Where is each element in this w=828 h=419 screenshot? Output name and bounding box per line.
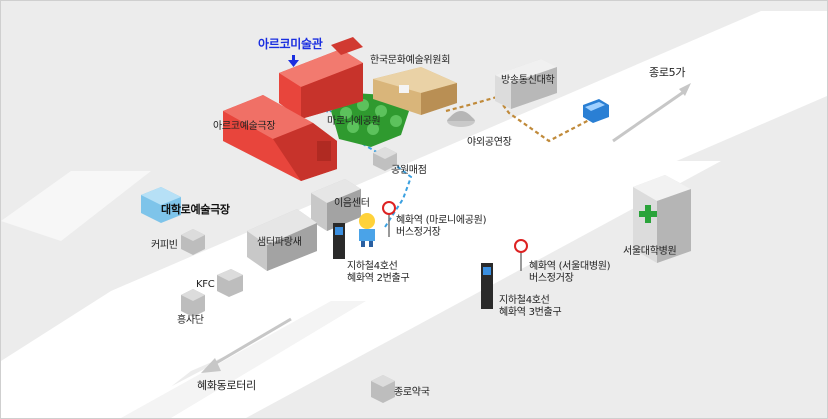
label-outdoor-stage: 야외공연장 (467, 137, 512, 148)
kfc-building (217, 269, 243, 297)
daehakro-theater-building (141, 187, 181, 223)
label-coffee-bean: 커피빈 (151, 240, 178, 251)
bus-stop-icon (514, 239, 528, 271)
arts-council-building (373, 67, 457, 115)
ieum-center-building (311, 179, 361, 231)
label-daehakro-theater: 대학로예술극장 (161, 203, 230, 216)
bus-stop-icon (382, 201, 396, 237)
main-road-east-west (1, 11, 827, 418)
heungsadan-building (181, 289, 205, 317)
arrow-to-jongno5ga (612, 83, 691, 143)
label-seoul-hospital: 서울대학병원 (623, 246, 677, 257)
label-jongno-pharmacy: 종로약국 (394, 387, 430, 398)
label-subway-exit3: 지하철4호선 혜화역 3번출구 (499, 295, 562, 318)
road-to-rotary (1, 171, 151, 241)
park-store-building (373, 147, 397, 171)
subway-sign-icon (481, 263, 493, 309)
label-subway-exit2: 지하철4호선 혜화역 2번출구 (347, 261, 410, 284)
label-bus-stop-marronnier: 혜화역 (마로니에공원) 버스정거장 (396, 215, 487, 238)
highlight-label-arko-art-center: 아르코미술관 (258, 37, 323, 51)
label-hyehwa-rotary: 혜화동로터리 (197, 379, 256, 392)
label-marronnier-park: 마로니에공원 (327, 116, 381, 127)
guide-character-icon (359, 213, 375, 247)
label-jongno5ga: 종로5가 (649, 66, 686, 79)
subway-sign-icon (333, 223, 345, 259)
samter-building (247, 209, 317, 271)
bus-icon (583, 99, 609, 123)
coffee-bean-building (181, 229, 205, 255)
park-trees (340, 99, 402, 135)
arko-theater-building (223, 95, 337, 181)
label-kfc: KFC (196, 279, 215, 290)
label-park-store: 공원매점 (391, 165, 427, 176)
label-broadcasting-univ: 방송통신대학 (501, 75, 555, 86)
side-road-south (121, 301, 366, 418)
label-arko-theater: 아르코예술극장 (213, 121, 276, 132)
label-ieum-center: 이음센터 (334, 198, 370, 209)
label-arts-council: 한국문화예술위원회 (370, 55, 451, 66)
jongno-pharmacy-building (371, 375, 395, 403)
down-arrow-icon (288, 55, 299, 67)
seoul-hospital-building (633, 175, 691, 263)
label-heungsadan: 흥사단 (177, 315, 204, 326)
arko-art-center-building (279, 37, 363, 119)
marronnier-park (331, 93, 409, 147)
road-network (1, 11, 827, 418)
label-bus-stop-hospital: 혜화역 (서울대병원) 버스정거장 (529, 261, 611, 284)
label-samter: 샘터파랑새 (257, 237, 302, 248)
outdoor-stage (447, 111, 475, 127)
hospital-cross-icon (639, 205, 657, 223)
broadcasting-univ-building (495, 59, 557, 109)
bus-route-line (445, 95, 592, 143)
arrow-to-rotary (201, 317, 292, 373)
